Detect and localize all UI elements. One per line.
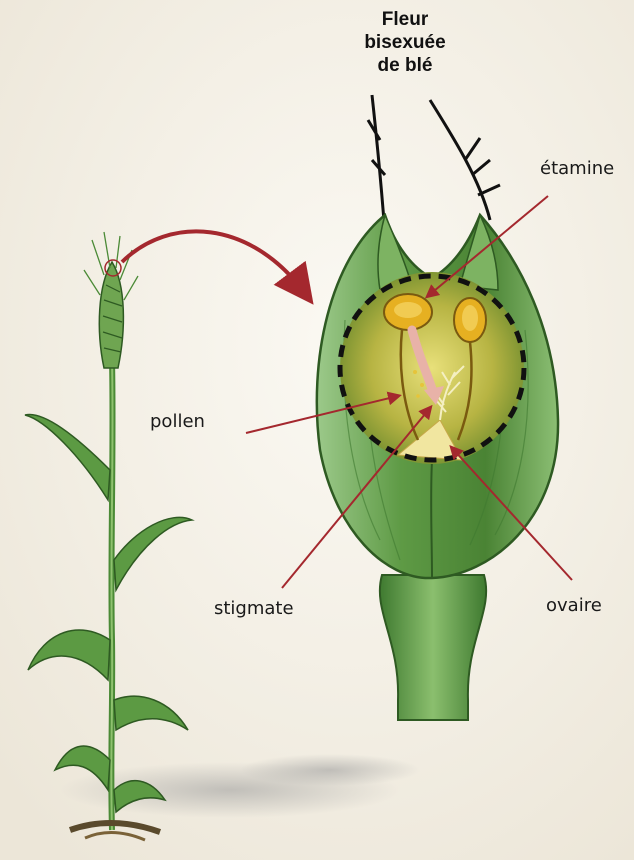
- title-line-3: de blé: [330, 54, 480, 77]
- label-pollen: pollen: [150, 411, 205, 432]
- title-line-1: Fleur: [330, 8, 480, 31]
- label-ovary: ovaire: [546, 595, 602, 616]
- diagram-title: Fleur bisexuée de blé: [330, 8, 480, 77]
- label-stamen: étamine: [540, 158, 614, 179]
- label-stigma: stigmate: [214, 598, 294, 619]
- title-line-2: bisexuée: [330, 31, 480, 54]
